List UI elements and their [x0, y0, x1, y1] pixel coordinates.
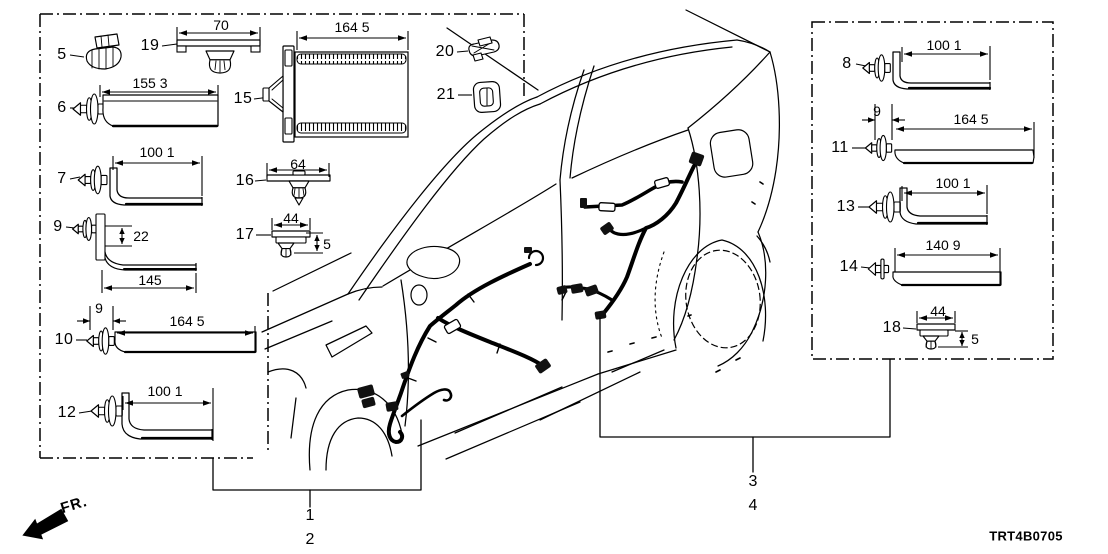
part-number-11: 11 [831, 139, 849, 156]
part-16-drawing [254, 163, 331, 206]
callout-bracket-rear-doors [599, 317, 891, 473]
rear-door-harness [556, 151, 705, 320]
dim-label-13: 100 1 [935, 175, 971, 191]
dim-label-7: 100 1 [139, 144, 175, 160]
dim-label-14: 140 9 [925, 237, 961, 253]
dim-label-15: 164 5 [334, 19, 370, 35]
front-door-harness [357, 247, 551, 444]
car-side-view [261, 9, 780, 471]
diagram-code: TRT4B0705 [989, 528, 1063, 544]
part-number-18: 18 [882, 319, 902, 336]
part-number-8: 8 [842, 55, 852, 72]
dim-label-16: 64 [290, 156, 306, 172]
part-20-drawing [456, 36, 500, 62]
part-number-6: 6 [57, 99, 67, 116]
dim-label-8: 100 1 [926, 37, 962, 53]
part-7-drawing [69, 156, 204, 206]
part-number-15: 15 [233, 90, 253, 107]
part-13-drawing [858, 185, 989, 225]
part-number-19: 19 [140, 37, 160, 54]
part-9-drawing [65, 213, 197, 293]
part-number-9: 9 [53, 218, 63, 235]
callout-bracket-front-doors [212, 419, 422, 508]
part-number-14: 14 [839, 258, 859, 275]
callout-2: 2 [305, 531, 315, 548]
part-8-drawing [855, 46, 992, 90]
dim-label-17-drop: 5 [323, 236, 331, 252]
part-6-drawing [70, 85, 219, 128]
dim-label-11-length: 164 5 [953, 111, 989, 127]
part-number-17: 17 [235, 226, 255, 243]
dim-label-11-offset: 9 [873, 103, 881, 119]
left-panel-border [39, 13, 525, 459]
part-number-7: 7 [57, 170, 67, 187]
part-number-12: 12 [57, 404, 77, 421]
dim-label-18-drop: 5 [971, 331, 979, 347]
part-15-drawing [253, 31, 409, 143]
part-5-drawing [69, 33, 122, 70]
right-panel-border [811, 21, 1054, 360]
part-number-13: 13 [836, 198, 856, 215]
part-number-5: 5 [57, 46, 67, 63]
part-14-drawing [860, 248, 1002, 287]
dim-label-10-offset: 9 [95, 300, 103, 316]
part-11-drawing [852, 104, 1035, 165]
part-number-16: 16 [235, 172, 255, 189]
callout-3: 3 [748, 473, 758, 490]
callout-1: 1 [305, 507, 315, 524]
dim-label-12: 100 1 [147, 383, 183, 399]
part-number-21: 21 [436, 86, 456, 103]
dim-label-9-height: 22 [133, 228, 149, 244]
dim-label-18-width: 44 [930, 303, 946, 319]
part-17-drawing [256, 218, 323, 258]
part-12-drawing [78, 388, 214, 441]
part-10-drawing [76, 306, 257, 355]
part-number-20: 20 [435, 43, 455, 60]
part-18-drawing [902, 311, 968, 350]
fr-arrow-icon [22, 508, 69, 540]
part-21-drawing [458, 81, 502, 113]
dim-label-17-width: 44 [283, 210, 299, 226]
part-19-drawing [161, 27, 261, 74]
dim-label-10-length: 164 5 [169, 313, 205, 329]
dim-label-19: 70 [213, 17, 229, 33]
dim-label-9-length: 145 [138, 272, 162, 288]
callout-4: 4 [748, 497, 758, 514]
part-number-10: 10 [54, 331, 74, 348]
dim-label-6: 155 3 [132, 75, 168, 91]
